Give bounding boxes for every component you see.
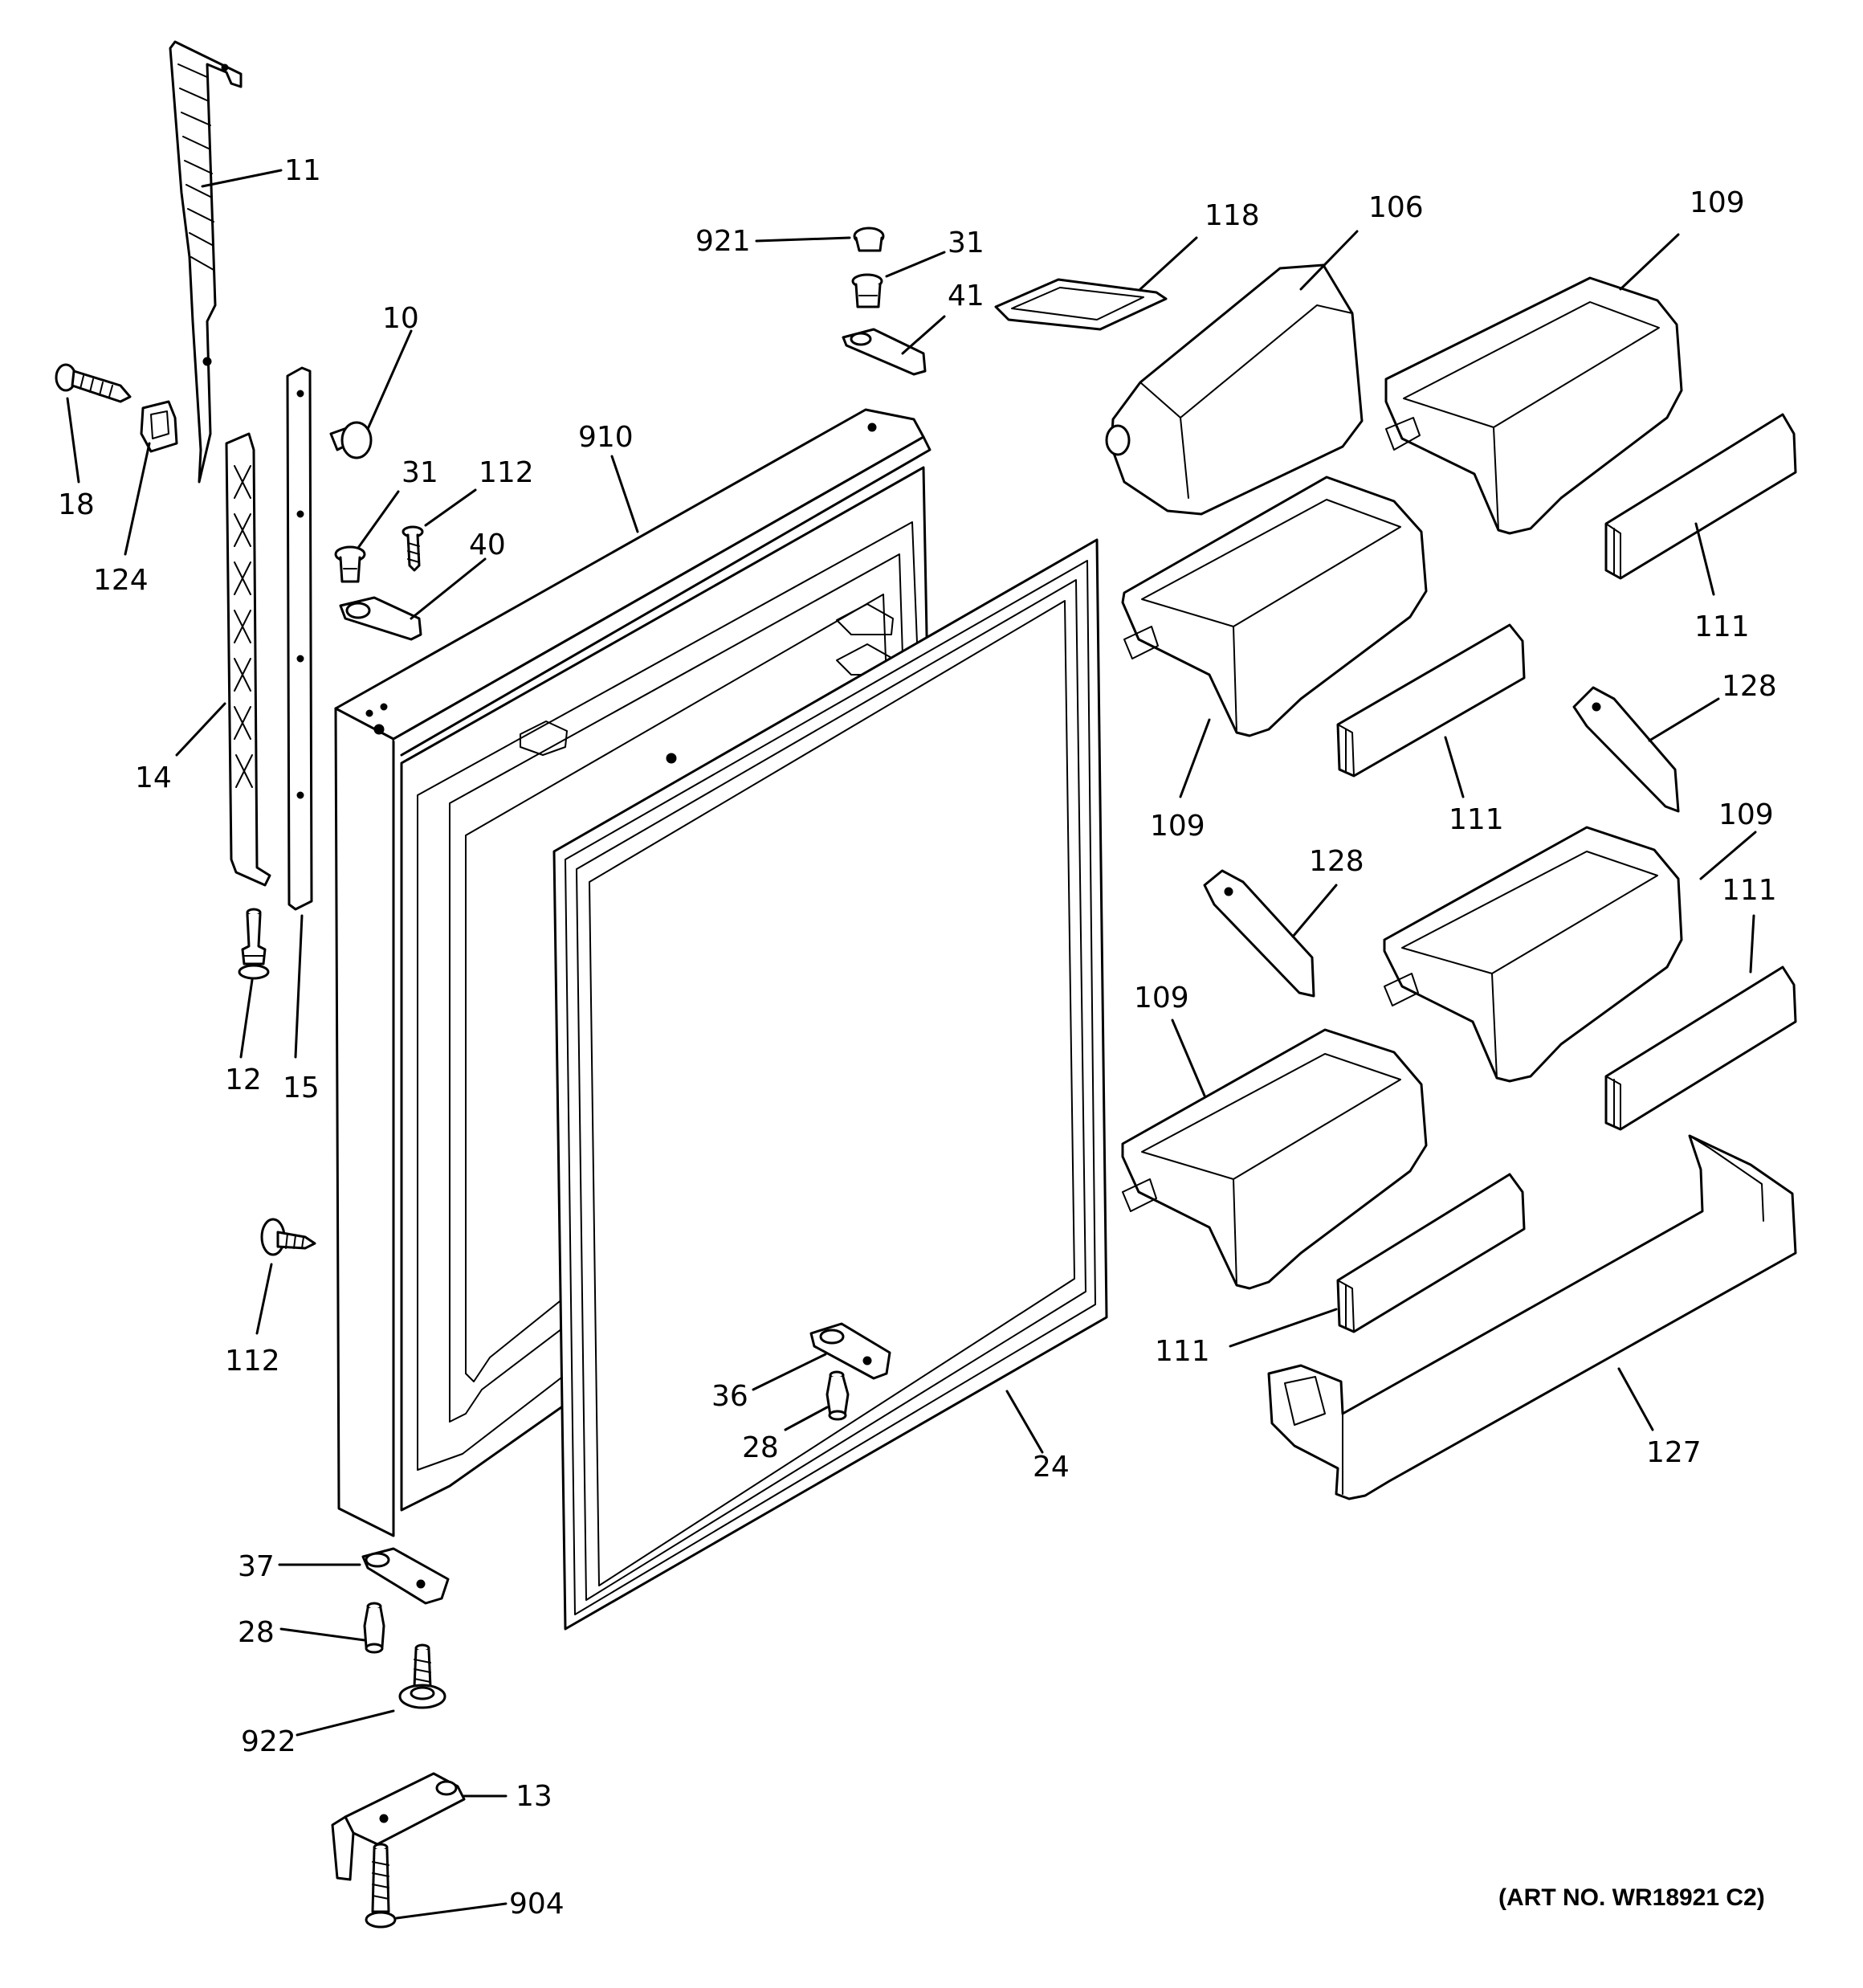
part-109-bin-lower-left [1121,1028,1428,1290]
callout-15: 15 [283,1072,320,1104]
callout-31-left: 31 [402,456,438,489]
callout-109-mid-right: 109 [1718,798,1774,831]
callout-109-top: 109 [1690,186,1745,219]
part-10-plug [329,421,373,459]
callout-11: 11 [284,154,321,187]
callout-922: 922 [241,1725,296,1758]
part-18-screw [55,363,132,403]
part-921-plug [853,227,885,252]
part-28-bushing-lower [363,1602,385,1654]
part-112-screw-upper [402,525,424,572]
callout-910: 910 [578,421,634,454]
callout-labels: 11 921 31 118 106 109 41 10 18 124 910 3… [58,154,1777,1921]
part-15-door-strip [286,366,313,911]
part-904-screw [365,1843,397,1929]
callout-118: 118 [1205,199,1260,232]
callout-112-lower: 112 [225,1345,280,1378]
part-118-tray [994,278,1168,331]
callout-128-upper: 128 [1722,670,1777,703]
part-14-bracket [225,432,271,887]
callout-24: 24 [1033,1451,1070,1484]
callout-37: 37 [238,1550,275,1583]
callout-111-right-lower: 111 [1722,874,1777,907]
callout-40: 40 [469,529,506,561]
callout-128-lower: 128 [1309,845,1364,878]
callout-124: 124 [93,564,149,597]
part-111-rail-mid [1336,623,1526,778]
part-11-hinge-cover [169,40,243,484]
part-127-long-bin [1267,1134,1797,1500]
callout-18: 18 [58,488,95,521]
callout-904: 904 [509,1888,565,1921]
part-41-hinge-plate [842,328,927,376]
callout-12: 12 [225,1063,262,1096]
callout-921: 921 [695,225,751,258]
part-40-hinge-plate [339,596,422,641]
callout-127: 127 [1646,1436,1702,1469]
callout-109-mid-left: 109 [1150,810,1205,843]
part-109-bin-top [1384,276,1683,535]
part-13-bottom-hinge [331,1772,466,1881]
callout-106: 106 [1368,191,1424,224]
part-12-hinge-pin [238,908,270,980]
part-24-gasket [552,538,1108,1631]
part-36-hinge-plate [809,1322,891,1380]
part-111-rail-top [1604,413,1797,580]
part-922-hinge-pin [398,1643,446,1709]
callout-36: 36 [711,1380,748,1413]
part-28-bushing-center [826,1370,850,1421]
part-37-hinge-plate [361,1547,450,1605]
part-111-rail-right-lower [1604,965,1797,1131]
callout-112-upper: 112 [479,456,534,489]
art-number: (ART NO. WR18921 C2) [1498,1884,1765,1911]
part-124-clip [140,400,178,453]
callout-14: 14 [135,761,172,794]
part-31-bushing-left [334,545,366,583]
callout-111-top: 111 [1694,610,1750,643]
callout-111-mid: 111 [1449,803,1504,836]
callout-10: 10 [382,302,419,335]
part-128-bracket-lower [1203,869,1315,998]
callout-28-lower: 28 [238,1616,275,1649]
callout-13: 13 [516,1780,552,1813]
part-31-bushing-top [851,273,883,308]
callout-31-top: 31 [948,227,984,259]
part-109-bin-mid-right [1383,826,1683,1083]
part-128-bracket-upper [1572,686,1680,813]
leader-lines [66,169,1757,1920]
callout-109-lower-left: 109 [1134,982,1189,1014]
part-109-bin-mid-left [1121,476,1428,737]
callout-41: 41 [948,280,984,312]
part-112-screw-lower [260,1218,316,1256]
callout-111-lower: 111 [1155,1335,1210,1368]
part-111-rail-lower [1336,1173,1526,1333]
callout-28-center: 28 [742,1431,779,1464]
part-106-dairy-cover [1105,263,1364,516]
